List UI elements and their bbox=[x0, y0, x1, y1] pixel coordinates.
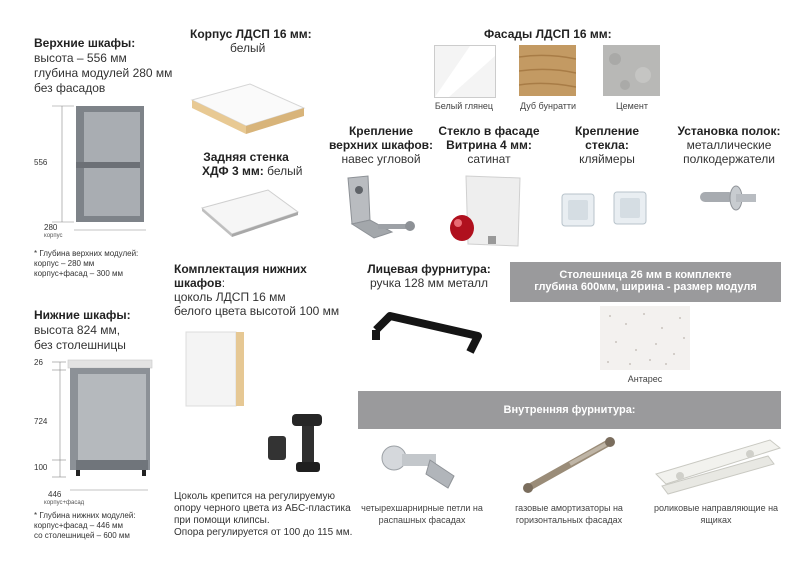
hdf-panel-image bbox=[200, 189, 300, 237]
glass-clamps-image bbox=[561, 191, 647, 227]
upper-depth: глубина модулей 280 мм bbox=[34, 66, 173, 80]
kit-lower-value-2: белого цвета высотой 100 мм bbox=[174, 304, 340, 318]
lower-height: высота 824 мм, bbox=[34, 323, 121, 337]
corner-hanger-image bbox=[347, 175, 415, 239]
shelf-value-2: полкодержатели bbox=[683, 152, 775, 166]
roller-slides-image bbox=[655, 439, 782, 495]
mount-upper-value: навес угловой bbox=[341, 152, 421, 166]
internal-item-1-line-1: четырехшарнирные петли на bbox=[361, 503, 483, 513]
plinth-note-4: Опора регулируется от 100 до 115 мм. bbox=[174, 527, 353, 538]
upper-note-2: корпус – 280 мм bbox=[34, 259, 95, 268]
glass-title-2: Витрина 4 мм: bbox=[446, 138, 532, 152]
upper-no-facades: без фасадов bbox=[34, 81, 106, 95]
upper-note-3: корпус+фасад – 300 мм bbox=[34, 269, 124, 278]
upper-title: Верхние шкафы: bbox=[34, 36, 136, 50]
handle-value: ручка 128 мм металл bbox=[369, 276, 489, 290]
upper-dim-depth: 280 bbox=[44, 223, 58, 232]
glass-value: сатинат bbox=[467, 152, 511, 166]
glass-title-1: Стекло в фасаде bbox=[438, 124, 540, 138]
shelf-value-1: металлические bbox=[686, 138, 772, 152]
shelf-title: Установка полок: bbox=[677, 124, 781, 138]
glass-mount-title-1: Крепление bbox=[574, 124, 639, 138]
body-title: Корпус ЛДСП 16 мм: bbox=[190, 27, 312, 41]
kit-lower-value-1: цоколь ЛДСП 16 мм bbox=[174, 290, 286, 304]
plinth-note-2: опору черного цвета из АБС-пластика bbox=[174, 503, 351, 514]
lower-note-2: корпус+фасад – 446 мм bbox=[34, 521, 124, 530]
upper-height: высота – 556 мм bbox=[34, 51, 127, 65]
internal-item-2-line-2: горизонтальных фасадах bbox=[515, 515, 623, 525]
lower-note-3: со столешницей – 600 мм bbox=[34, 531, 130, 540]
swatch-label-1: Белый глянец bbox=[434, 101, 494, 111]
kit-lower-title-2: шкафов bbox=[174, 276, 222, 290]
plinth-sample-image bbox=[185, 331, 244, 407]
body-value: белый bbox=[230, 41, 266, 55]
internal-item-3-line-2: ящиках bbox=[700, 515, 732, 525]
plinth-note-1: Цоколь крепится на регулируемую bbox=[174, 491, 335, 502]
lower-cabinet-drawing bbox=[52, 359, 153, 491]
mount-upper-title-2: верхних шкафов: bbox=[328, 138, 434, 152]
kit-lower-title-row: шкафов: bbox=[174, 276, 226, 290]
upper-note-1: * Глубина верхних модулей: bbox=[34, 249, 139, 258]
lower-dim-bottom: 100 bbox=[34, 463, 48, 472]
back-title-2: ХДФ 3 мм: bbox=[202, 164, 264, 178]
internal-item-1-line-2: распашных фасадах bbox=[378, 515, 466, 525]
plinth-note-3: при помощи клипсы. bbox=[174, 515, 270, 526]
swatch-label-3: Цемент bbox=[616, 101, 648, 111]
kit-lower-title-1: Комплектация нижних bbox=[174, 262, 307, 276]
lower-dim-mid: 724 bbox=[34, 417, 48, 426]
internal-title: Внутренняя фурнитура: bbox=[503, 404, 636, 416]
plinth-leg-image bbox=[268, 414, 322, 472]
glass-mount-value: кляймеры bbox=[579, 152, 635, 166]
satin-glass-image bbox=[450, 175, 521, 247]
countertop-line-1: Столешница 26 мм в комплекте bbox=[559, 269, 732, 281]
back-value: белый bbox=[267, 164, 303, 178]
handle-image bbox=[372, 312, 482, 354]
mount-upper-title-1: Крепление bbox=[348, 124, 413, 138]
gas-lift-image bbox=[523, 437, 615, 493]
countertop-band: Столешница 26 мм в комплекте глубина 600… bbox=[510, 262, 781, 302]
upper-cabinet-drawing bbox=[52, 105, 146, 231]
internal-item-3-line-1: роликовые направляющие на bbox=[653, 503, 779, 513]
swatch-oak bbox=[519, 45, 576, 96]
back-title-1: Задняя стенка bbox=[203, 150, 289, 164]
swatch-white-gloss bbox=[434, 45, 496, 98]
upper-dim-depth-sub: корпус bbox=[44, 233, 63, 239]
hinge-image bbox=[381, 445, 455, 489]
back-title-row: ХДФ 3 мм: белый bbox=[202, 164, 312, 179]
swatch-label-2: Дуб бунратти bbox=[519, 101, 577, 111]
shelf-support-image bbox=[700, 185, 756, 211]
handle-title: Лицевая фурнитура: bbox=[367, 262, 491, 276]
lower-note-1: * Глубина нижних модулей: bbox=[34, 511, 136, 520]
internal-item-2-line-1: газовые амортизаторы на bbox=[515, 503, 623, 513]
lower-dim-depth: 446 bbox=[48, 490, 62, 499]
lower-dim-top: 26 bbox=[34, 358, 43, 367]
glass-mount-title-2: стекла: bbox=[585, 138, 629, 152]
upper-dim-height: 556 bbox=[34, 158, 48, 167]
lower-no-countertop: без столешницы bbox=[34, 338, 126, 352]
chipboard-panel-image bbox=[190, 83, 306, 134]
swatch-cement bbox=[603, 45, 660, 96]
facades-title: Фасады ЛДСП 16 мм: bbox=[484, 27, 612, 41]
lower-title: Нижние шкафы: bbox=[34, 308, 131, 322]
countertop-antares-image bbox=[600, 306, 690, 370]
internal-band: Внутренняя фурнитура: bbox=[358, 391, 781, 429]
countertop-line-2: глубина 600мм, ширина - размер модуля bbox=[534, 281, 757, 293]
countertop-label: Антарес bbox=[627, 374, 663, 384]
lower-dim-depth-sub: корпус+фасад bbox=[44, 500, 85, 506]
